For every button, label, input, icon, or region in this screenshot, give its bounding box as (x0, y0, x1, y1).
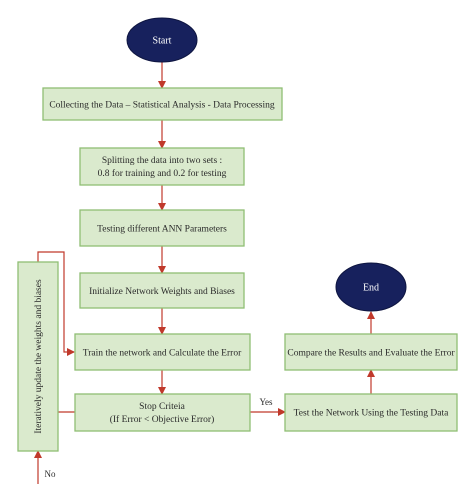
step-update-weights: Iteratively update the weights and biase… (17, 261, 59, 452)
step-split-data: Splitting the data into two sets : 0.8 f… (79, 147, 245, 186)
step-compare-results: Compare the Results and Evaluate the Err… (284, 333, 458, 371)
step-train-network: Train the network and Calculate the Erro… (74, 333, 251, 371)
step-split-label-line2: 0.8 for training and 0.2 for testing (98, 168, 227, 179)
end-label: End (363, 283, 379, 294)
step-initialize-label: Initialize Network Weights and Biases (89, 287, 235, 297)
step-test-network: Test the Network Using the Testing Data (284, 393, 458, 432)
step-split-label-line1: Splitting the data into two sets : (102, 156, 222, 166)
edge-label-yes: Yes (259, 397, 273, 407)
step-testing-label: Testing different ANN Parameters (97, 224, 227, 235)
end-terminal: End (335, 262, 407, 312)
start-terminal: Start (126, 17, 198, 63)
step-stop-criteria: Stop Criteia (If Error < Objective Error… (74, 393, 251, 432)
step-initialize-weights: Initialize Network Weights and Biases (79, 272, 245, 309)
step-test-network-label: Test the Network Using the Testing Data (294, 409, 449, 419)
arrow-update-to-train (37, 251, 75, 356)
step-stop-label-line1: Stop Criteia (139, 402, 185, 412)
step-compare-label: Compare the Results and Evaluate the Err… (287, 349, 455, 359)
step-collect-label: Collecting the Data – Statistical Analys… (49, 101, 275, 111)
step-testing-parameters: Testing different ANN Parameters (79, 209, 245, 247)
step-stop-label-line2: (If Error < Objective Error) (110, 414, 215, 425)
step-train-label: Train the network and Calculate the Erro… (83, 349, 242, 359)
start-label: Start (153, 36, 172, 47)
edge-label-no: No (45, 469, 56, 479)
step-update-label: Iteratively update the weights and biase… (34, 279, 44, 434)
step-collect-data: Collecting the Data – Statistical Analys… (42, 87, 283, 121)
